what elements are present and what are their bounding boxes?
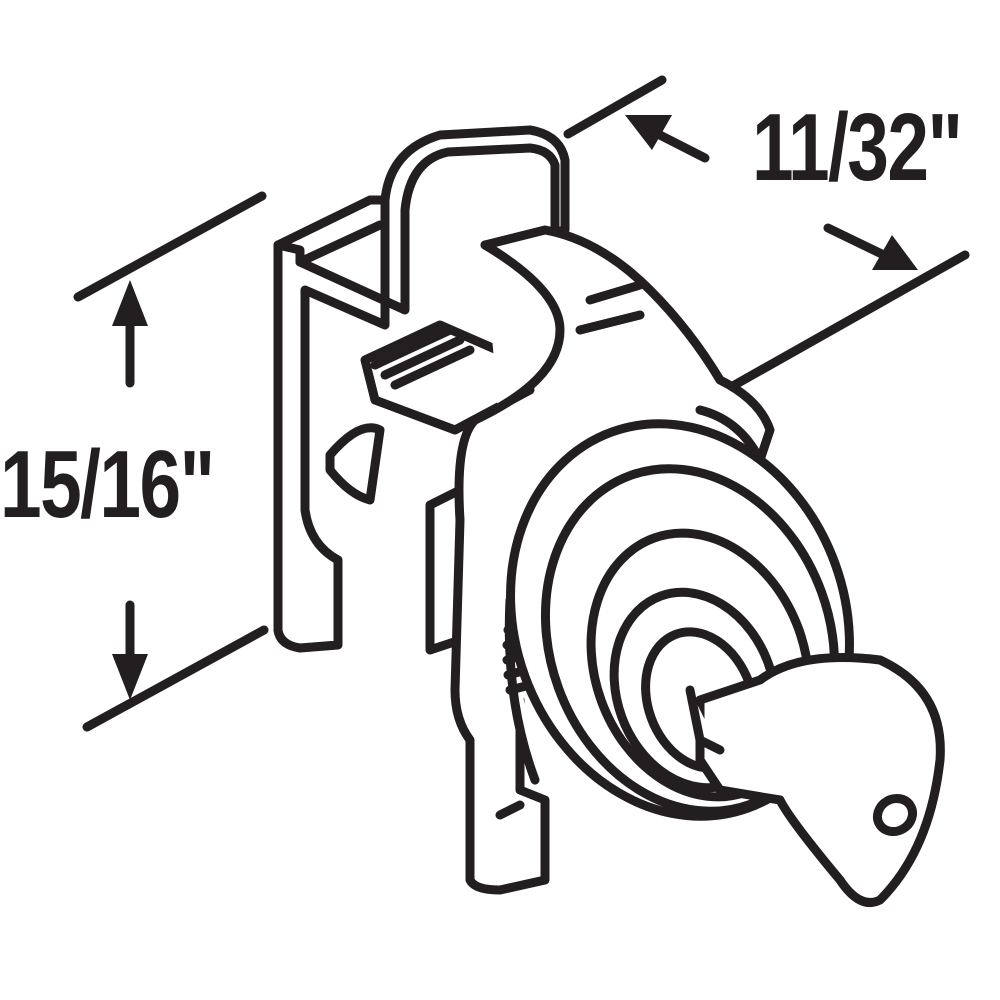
lock-housing [450, 225, 775, 895]
depth-dimension-label: 11/32" [752, 94, 963, 201]
height-dimension-lines [73, 191, 269, 732]
key [685, 653, 945, 907]
height-dimension-label: 15/16" [0, 431, 215, 538]
depth-dimension-lines [563, 75, 970, 405]
cam-latch [325, 320, 535, 655]
bracket [273, 125, 570, 653]
